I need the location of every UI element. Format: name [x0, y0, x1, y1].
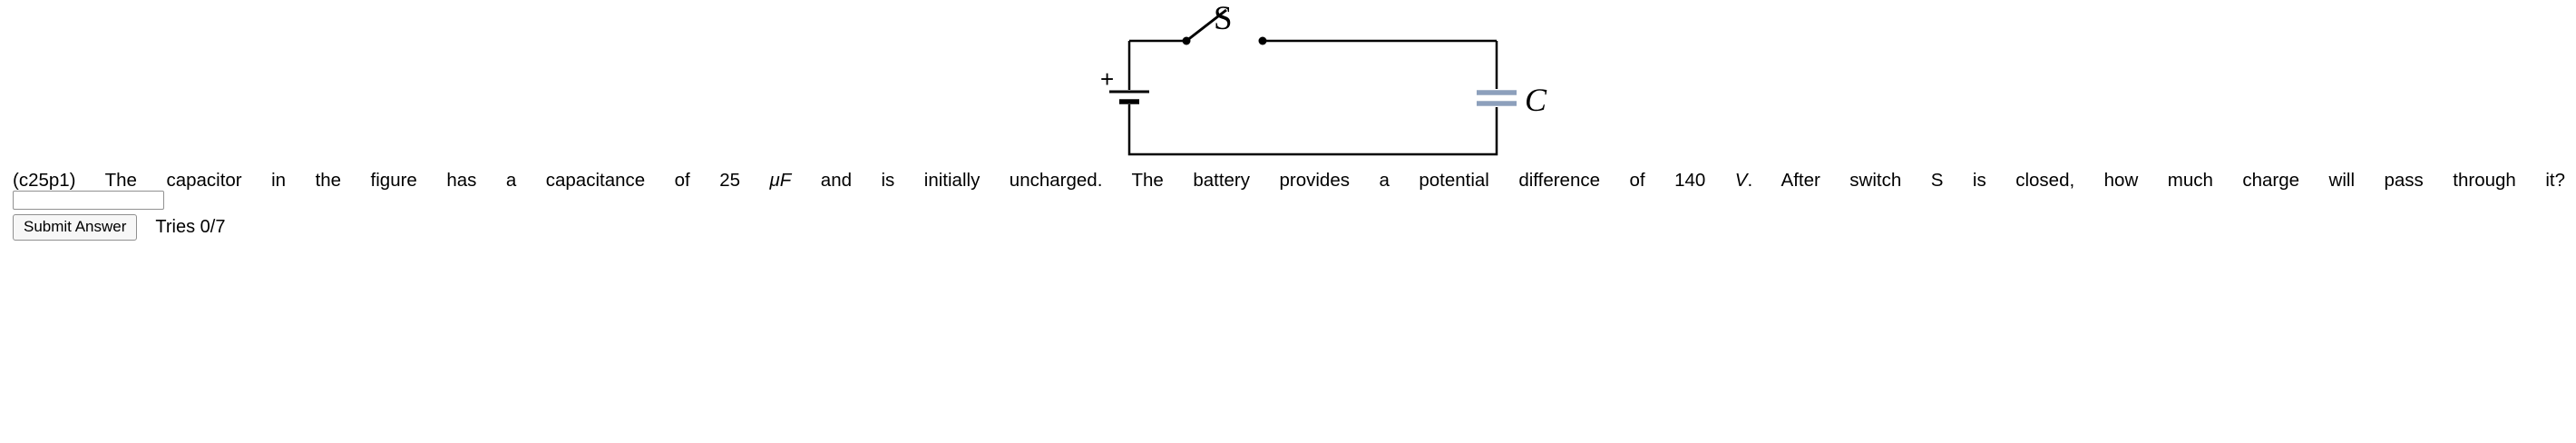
switch-label: S	[1214, 0, 1233, 37]
answer-input[interactable]	[13, 191, 164, 210]
capacitor-label: C	[1525, 82, 1547, 118]
question-segment: (c25p1) The capacitor in the figure has …	[13, 170, 770, 191]
submit-row: Submit Answer Tries 0/7	[13, 214, 225, 241]
circuit-wire-bottom-loop	[1127, 104, 1498, 156]
question-segment: and is initially uncharged. The battery …	[791, 170, 1735, 191]
question-text: (c25p1) The capacitor in the figure has …	[13, 170, 2565, 192]
submit-answer-button[interactable]: Submit Answer	[13, 214, 138, 241]
circuit-diagram: + S C	[1084, 0, 1574, 169]
tries-counter: Tries 0/7	[155, 217, 226, 237]
battery-plus-label: +	[1100, 65, 1114, 93]
question-segment-volts: V	[1734, 170, 1748, 191]
question-segment: . After switch S is closed, how much cha…	[1747, 170, 2565, 191]
switch-blade	[1186, 8, 1227, 43]
question-segment-units: μF	[769, 170, 792, 191]
circuit-drawing: + S C	[1100, 0, 1547, 156]
